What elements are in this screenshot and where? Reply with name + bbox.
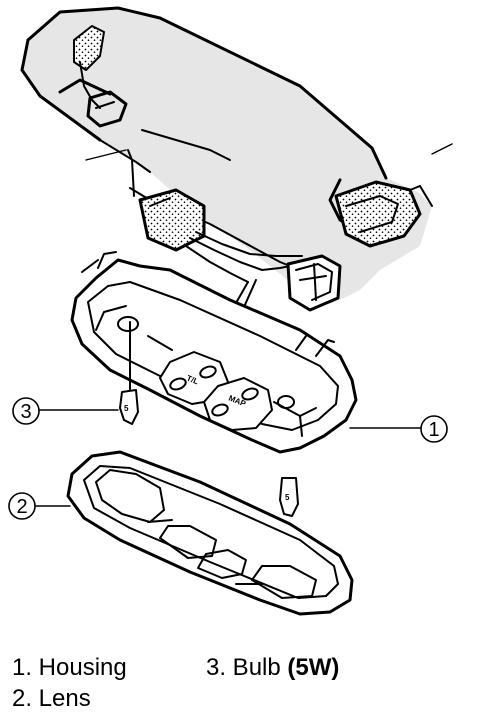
bulb-left: 5 [119, 321, 139, 425]
callout-1: 1 [420, 415, 448, 443]
legend-item-bulb-label: 3. Bulb [206, 654, 281, 681]
bulb-left-mark: 5 [124, 404, 129, 413]
legend-item-bulb: 3. Bulb (5W) [206, 652, 339, 683]
tl-switch-label: T/L [185, 374, 200, 387]
lens [66, 450, 354, 616]
roof-clip-left [73, 25, 128, 128]
bulb-right-mark: 5 [285, 493, 290, 502]
legend-item-lens: 2. Lens [12, 685, 91, 712]
leader-lines [35, 409, 421, 507]
callout-2: 2 [8, 492, 36, 520]
harness-connector-middle [286, 254, 342, 312]
bulb-right: 5 [279, 477, 299, 517]
housing: T/L MAP [70, 251, 358, 454]
legend-item-housing: 1. Housing [12, 654, 127, 681]
callout-3: 3 [12, 397, 40, 425]
legend-item-bulb-spec: (5W) [287, 654, 340, 681]
callout-3-label: 3 [20, 401, 31, 423]
roof-clip-right [334, 180, 422, 248]
callout-1-label: 1 [428, 419, 439, 441]
callout-2-label: 2 [16, 496, 27, 518]
